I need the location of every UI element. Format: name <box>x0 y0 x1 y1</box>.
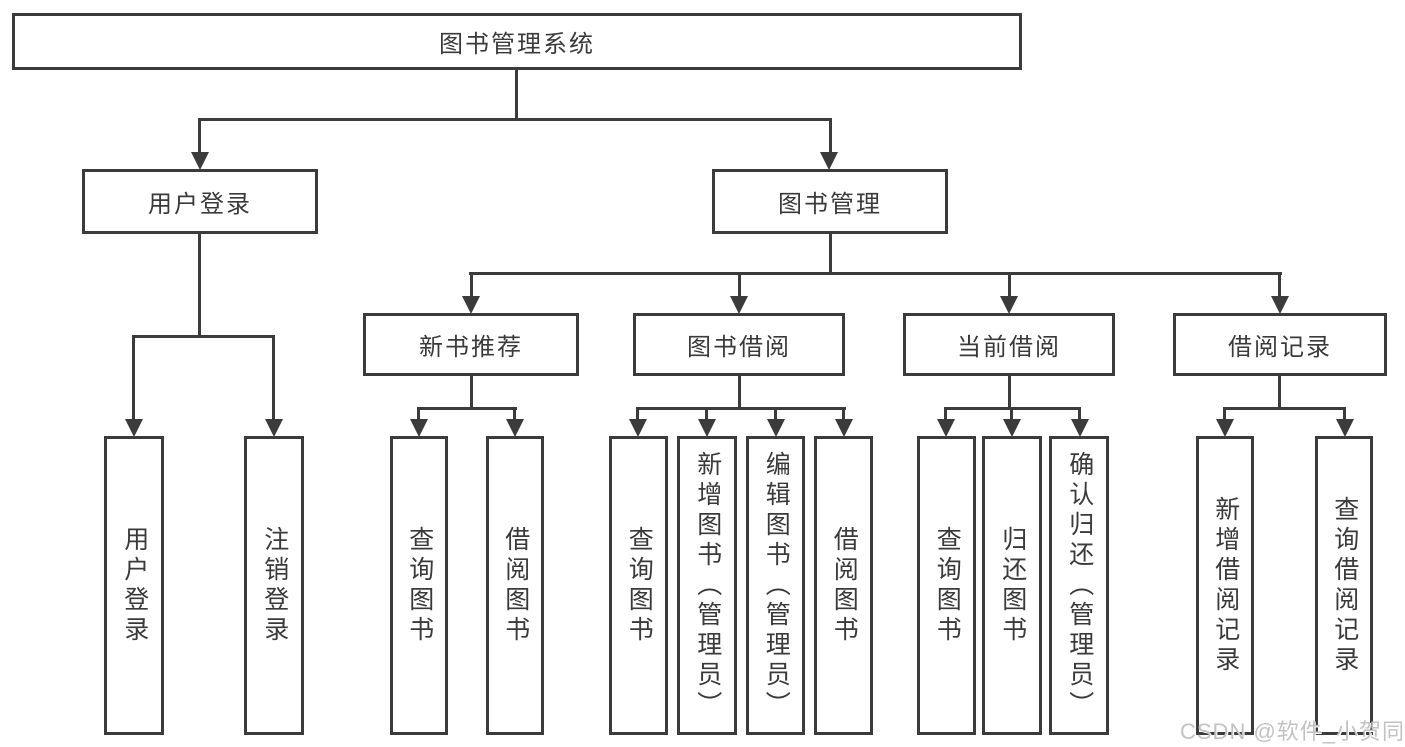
connector-borrow-records-stem <box>1278 376 1281 410</box>
leaf-label: 新增借阅记录 <box>1211 495 1240 676</box>
leaf-borrow-books-borrow: 借阅图书 <box>814 436 873 735</box>
arrow-down-icon <box>629 419 647 437</box>
connector-root-bus <box>198 118 832 121</box>
connector-drop-leaf <box>774 407 777 420</box>
node-new-book-recommendation: 新书推荐 <box>363 313 579 376</box>
connector-drop-leaf <box>705 407 708 420</box>
connector-new-book-stem <box>470 376 473 410</box>
leaf-user-login: 用户登录 <box>104 436 164 735</box>
leaf-label: 归还图书 <box>998 525 1027 646</box>
arrow-down-icon <box>1071 419 1089 437</box>
leaf-label: 查询借阅记录 <box>1330 495 1359 676</box>
connector-drop-leaf <box>132 335 135 420</box>
node-current-borrowing: 当前借阅 <box>903 313 1115 376</box>
arrow-down-icon <box>191 152 209 170</box>
connector-new-book-bus <box>417 407 517 410</box>
watermark: CSDN @软件_小贺同学 <box>1180 719 1405 744</box>
connector-book-management-stem <box>829 234 832 275</box>
leaf-confirm-return-admin: 确认归还（管理员） <box>1049 436 1109 735</box>
arrow-down-icon <box>767 419 785 437</box>
connector-drop-leaf <box>944 407 947 420</box>
leaf-label: 查询图书 <box>625 525 654 646</box>
node-user-login: 用户登录 <box>82 169 318 234</box>
node-label: 当前借阅 <box>957 334 1061 361</box>
leaf-label: 确认归还（管理员） <box>1065 450 1094 721</box>
connector-drop-leaf <box>272 335 275 420</box>
arrow-down-icon <box>506 419 524 437</box>
connector-drop-leaf <box>636 407 639 420</box>
node-label: 借阅记录 <box>1228 334 1332 361</box>
arrow-down-icon <box>410 419 428 437</box>
arrow-down-icon <box>1336 419 1354 437</box>
connector-book-borrow-stem <box>738 376 741 410</box>
leaf-label: 新增图书（管理员） <box>693 450 722 721</box>
node-book-management: 图书管理 <box>712 169 948 234</box>
connector-drop-leaf <box>842 407 845 420</box>
arrow-down-icon <box>820 152 838 170</box>
connector-book-borrow-bus <box>636 407 846 410</box>
connector-book-management-bus <box>469 272 1282 275</box>
arrow-down-icon <box>265 419 283 437</box>
connector-drop-leaf <box>1078 407 1081 420</box>
leaf-return-book: 归还图书 <box>982 436 1042 735</box>
connector-current-borrow-stem <box>1008 376 1011 410</box>
connector-drop-leaf <box>513 407 516 420</box>
leaf-add-borrow-record: 新增借阅记录 <box>1196 436 1254 735</box>
connector-drop-user-login <box>198 118 201 154</box>
arrow-down-icon <box>835 419 853 437</box>
connector-user-login-bus <box>132 335 275 338</box>
connector-borrow-records-bus <box>1223 407 1346 410</box>
connector-drop-book-management <box>829 118 832 154</box>
leaf-label: 查询图书 <box>933 525 962 646</box>
connector-drop-borrow-records <box>1278 272 1281 297</box>
leaf-borrow-books-recommend: 借阅图书 <box>486 436 544 735</box>
arrow-down-icon <box>1000 296 1018 314</box>
connector-drop-leaf <box>1223 407 1226 420</box>
connector-drop-book-borrow <box>738 272 741 297</box>
arrow-down-icon <box>698 419 716 437</box>
arrow-down-icon <box>462 296 480 314</box>
arrow-down-icon <box>1003 419 1021 437</box>
node-label: 用户登录 <box>148 191 252 218</box>
leaf-add-book-admin: 新增图书（管理员） <box>677 436 737 735</box>
leaf-edit-book-admin: 编辑图书（管理员） <box>746 436 805 735</box>
connector-user-login-stem <box>198 234 201 338</box>
arrow-down-icon <box>937 419 955 437</box>
leaf-label: 编辑图书（管理员） <box>762 450 791 721</box>
leaf-label: 查询图书 <box>405 525 434 646</box>
leaf-query-borrow-record: 查询借阅记录 <box>1315 436 1373 735</box>
node-root: 图书管理系统 <box>12 13 1022 70</box>
node-label: 图书管理 <box>778 191 882 218</box>
connector-drop-leaf <box>1343 407 1346 420</box>
leaf-query-books-borrow: 查询图书 <box>609 436 668 735</box>
leaf-logout: 注销登录 <box>244 436 304 735</box>
connector-root-stem <box>515 69 518 118</box>
leaf-label: 借阅图书 <box>501 525 530 646</box>
leaf-query-books-current: 查询图书 <box>917 436 976 735</box>
node-label: 图书管理系统 <box>439 31 595 58</box>
arrow-down-icon <box>125 419 143 437</box>
node-label: 图书借阅 <box>687 334 791 361</box>
leaf-label: 用户登录 <box>120 525 149 646</box>
leaf-label: 借阅图书 <box>830 525 859 646</box>
arrow-down-icon <box>1216 419 1234 437</box>
connector-drop-leaf <box>417 407 420 420</box>
arrow-down-icon <box>730 296 748 314</box>
node-borrowing-records: 借阅记录 <box>1173 313 1387 376</box>
leaf-label: 注销登录 <box>260 525 289 646</box>
connector-drop-current-borrow <box>1008 272 1011 297</box>
node-label: 新书推荐 <box>419 334 523 361</box>
connector-drop-new-book <box>470 272 473 297</box>
leaf-query-books-recommend: 查询图书 <box>390 436 448 735</box>
node-book-borrowing: 图书借阅 <box>633 313 845 376</box>
connector-drop-leaf <box>1010 407 1013 420</box>
arrow-down-icon <box>1271 296 1289 314</box>
